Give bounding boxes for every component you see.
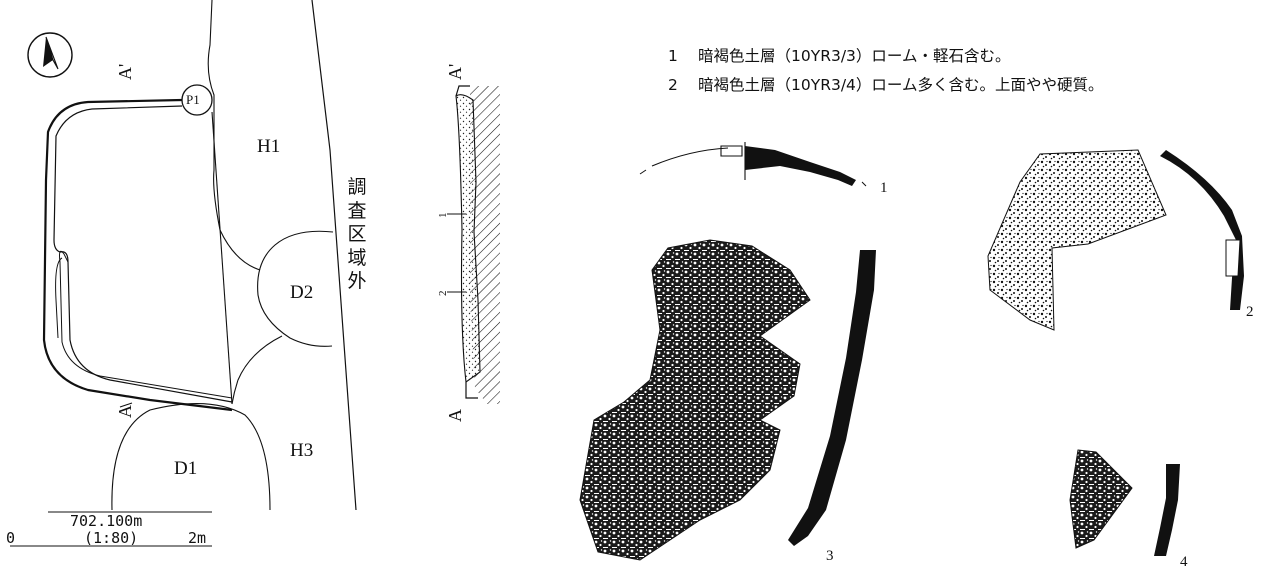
artifact-2-profile	[1160, 150, 1244, 310]
outside-survey-area-label: 調査区域外	[347, 176, 367, 292]
feature-label-d2: D2	[290, 282, 313, 303]
legend-num: 1	[668, 47, 678, 65]
legend-item: 2 暗褐色土層（10YR3/4）ローム多く含む。上面やや硬質。	[668, 71, 1103, 100]
survey-boundary-line	[311, 0, 357, 511]
artifact-label-3: 3	[826, 548, 834, 564]
section-layer-2: 2	[437, 291, 449, 297]
feature-label-d1: D1	[174, 458, 197, 479]
pit-outer-wall	[42, 98, 233, 412]
artifact-label-2: 2	[1246, 304, 1254, 320]
feature-label-h1: H1	[257, 136, 280, 157]
legend-text: 暗褐色土層（10YR3/3）ローム・軽石含む。	[698, 47, 1011, 65]
section-mark-top-label: A'	[445, 64, 465, 80]
pit-inner-wall	[53, 105, 233, 403]
artifact-2-rubbing	[987, 149, 1167, 331]
artifact-3-profile	[788, 250, 876, 546]
feature-label-h3: H3	[290, 440, 313, 461]
artifact-1-profile	[639, 142, 867, 187]
pit-inner-ditch	[59, 250, 233, 399]
feature-h3	[231, 335, 283, 405]
pit-p1	[181, 84, 213, 116]
feature-h1	[207, 0, 261, 271]
layer-legend: 1 暗褐色土層（10YR3/3）ローム・軽石含む。 2 暗褐色土層（10YR3/4）…	[668, 42, 1103, 100]
scale-bar	[10, 511, 212, 547]
legend-text: 暗褐色土層（10YR3/4）ローム多く含む。上面やや硬質。	[698, 76, 1104, 94]
section-view	[447, 85, 500, 404]
north-arrow-icon	[27, 32, 73, 78]
legend-num: 2	[668, 76, 678, 94]
scale-end: 2m	[188, 529, 206, 547]
plan-view	[42, 0, 357, 511]
artifact-4-rubbing	[1069, 449, 1133, 549]
section-mark-bottom: A	[115, 405, 135, 418]
pit-label-p1: P1	[186, 92, 200, 107]
legend-item: 1 暗褐色土層（10YR3/3）ローム・軽石含む。	[668, 42, 1103, 71]
artifact-3-rubbing	[579, 239, 811, 561]
feature-d1	[111, 403, 271, 511]
section-layer-1: 1	[437, 213, 449, 219]
scale-start: 0	[6, 529, 15, 547]
artifact-4-profile	[1154, 464, 1180, 556]
artifact-label-4: 4	[1180, 554, 1188, 567]
section-mark-bottom-label: A	[445, 409, 465, 422]
section-mark-top: A'	[115, 64, 135, 80]
feature-d2	[257, 230, 334, 347]
section-fill-layers	[455, 94, 481, 383]
scale-ratio: (1:80)	[84, 529, 138, 547]
artifact-label-1: 1	[880, 180, 888, 196]
scale-elevation: 702.100m	[70, 512, 142, 530]
